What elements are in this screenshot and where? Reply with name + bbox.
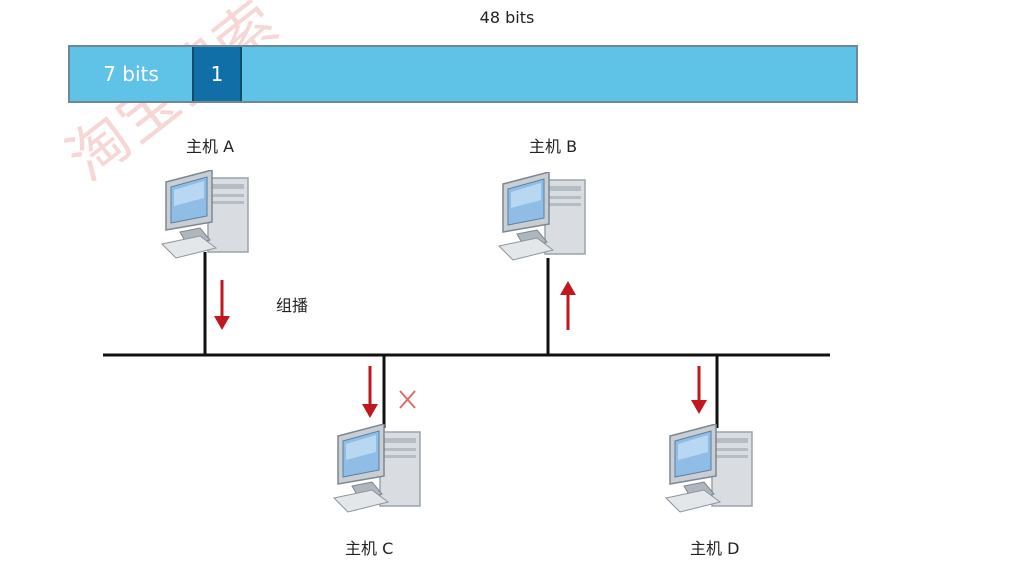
- arrow-down-icon: [691, 366, 707, 414]
- host-a-label: 主机 A: [186, 137, 235, 156]
- total-bits-label: 48 bits: [479, 8, 535, 27]
- host-c-label: 主机 C: [345, 539, 394, 558]
- x-mark-icon: [399, 390, 416, 409]
- bits-segment-7: 7 bits: [103, 62, 159, 86]
- arrow-down-icon: [362, 366, 378, 418]
- host-d-label: 主机 D: [690, 539, 740, 558]
- bits-segment-1: 1: [192, 47, 242, 101]
- computer-icon: [665, 424, 753, 513]
- arrow-up-icon: [560, 281, 576, 330]
- multicast-label: 组播: [276, 296, 309, 315]
- mac-address-bar: 7 bits 1: [68, 45, 858, 103]
- computer-icon: [498, 172, 586, 261]
- computer-icon: [333, 424, 421, 513]
- host-b-label: 主机 B: [529, 137, 578, 156]
- computer-icon: [161, 170, 249, 259]
- arrow-down-icon: [214, 280, 230, 330]
